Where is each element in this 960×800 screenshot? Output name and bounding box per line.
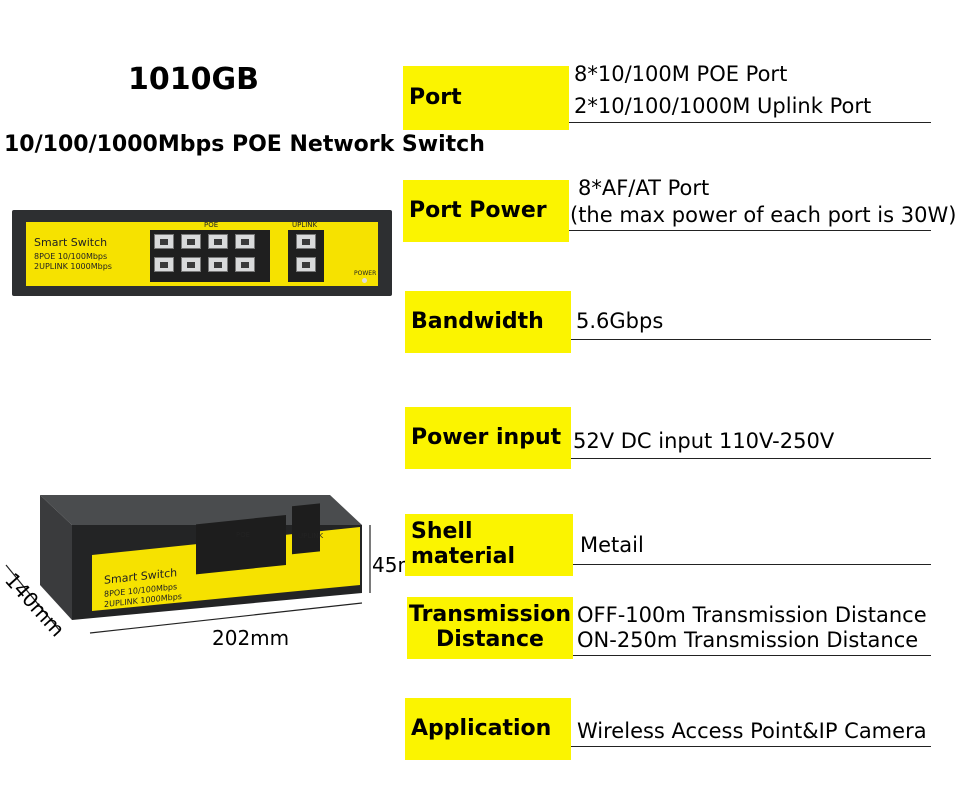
- spec-value-transmission-1: OFF-100m Transmission Distance: [577, 603, 927, 627]
- spec-line-2: 2UPLINK 1000Mbps: [34, 262, 112, 271]
- divider-line: [571, 458, 931, 459]
- spec-label-application: Application: [405, 698, 571, 760]
- divider-line: [571, 746, 931, 747]
- switch-3d-image: [5, 495, 371, 634]
- divider-line: [573, 564, 931, 565]
- spec-value-bandwidth: 5.6Gbps: [576, 309, 664, 333]
- rj45-port-icon: [296, 234, 316, 249]
- switch-front-image: Smart Switch 8POE 10/100Mbps 2UPLINK 100…: [12, 210, 392, 296]
- spec-line-1: 8POE 10/100Mbps: [34, 252, 108, 261]
- rj45-port-icon: [154, 234, 174, 249]
- rj45-port-icon: [208, 234, 228, 249]
- rj45-port-icon: [154, 257, 174, 272]
- uplink-label: UPLINK: [292, 221, 318, 229]
- brand-label: Smart Switch: [34, 236, 108, 249]
- spec-value-transmission-2: ON-250m Transmission Distance: [577, 628, 919, 652]
- spec-value-port-2: 2*10/100/1000M Uplink Port: [574, 94, 872, 118]
- divider-line: [573, 655, 931, 656]
- spec-value-application: Wireless Access Point&IP Camera: [577, 719, 927, 743]
- spec-label-power-input: Power input: [405, 407, 571, 469]
- rj45-port-icon: [235, 234, 255, 249]
- poe-ports: [154, 234, 259, 272]
- poe-label-3d: POE: [236, 531, 251, 539]
- spec-value-port-1: 8*10/100M POE Port: [574, 62, 788, 86]
- dimension-width: 202mm: [212, 626, 290, 650]
- power-led-icon: [362, 278, 367, 283]
- divider-line: [569, 230, 931, 231]
- spec-label-port-power: Port Power: [403, 180, 569, 242]
- spec-label-bandwidth: Bandwidth: [405, 291, 571, 353]
- spec-label-port: Port: [403, 66, 569, 130]
- switch-front-panel: Smart Switch 8POE 10/100Mbps 2UPLINK 100…: [26, 221, 378, 286]
- product-model: 1010GB: [128, 62, 259, 97]
- spec-value-port-power-2: (the max power of each port is 30W): [570, 203, 957, 227]
- rj45-port-icon: [181, 234, 201, 249]
- rj45-port-icon: [181, 257, 201, 272]
- product-subtitle: 10/100/1000Mbps POE Network Switch: [4, 132, 485, 157]
- rj45-port-icon: [296, 257, 316, 272]
- uplink-label-3d: UPLINK: [298, 532, 324, 540]
- spec-value-shell-material: Metail: [580, 533, 644, 557]
- rj45-port-icon: [208, 257, 228, 272]
- spec-label-transmission-distance: Transmission Distance: [407, 597, 573, 659]
- divider-line: [569, 122, 931, 123]
- spec-value-power-input: 52V DC input 110V-250V: [573, 429, 835, 453]
- rj45-port-icon: [235, 257, 255, 272]
- uplink-ports: [296, 234, 320, 272]
- spec-value-port-power-1: 8*AF/AT Port: [578, 176, 710, 200]
- divider-line: [571, 339, 931, 340]
- spec-label-shell-material: Shell material: [405, 514, 573, 576]
- poe-label: POE: [204, 221, 219, 229]
- power-label: POWER: [354, 270, 377, 277]
